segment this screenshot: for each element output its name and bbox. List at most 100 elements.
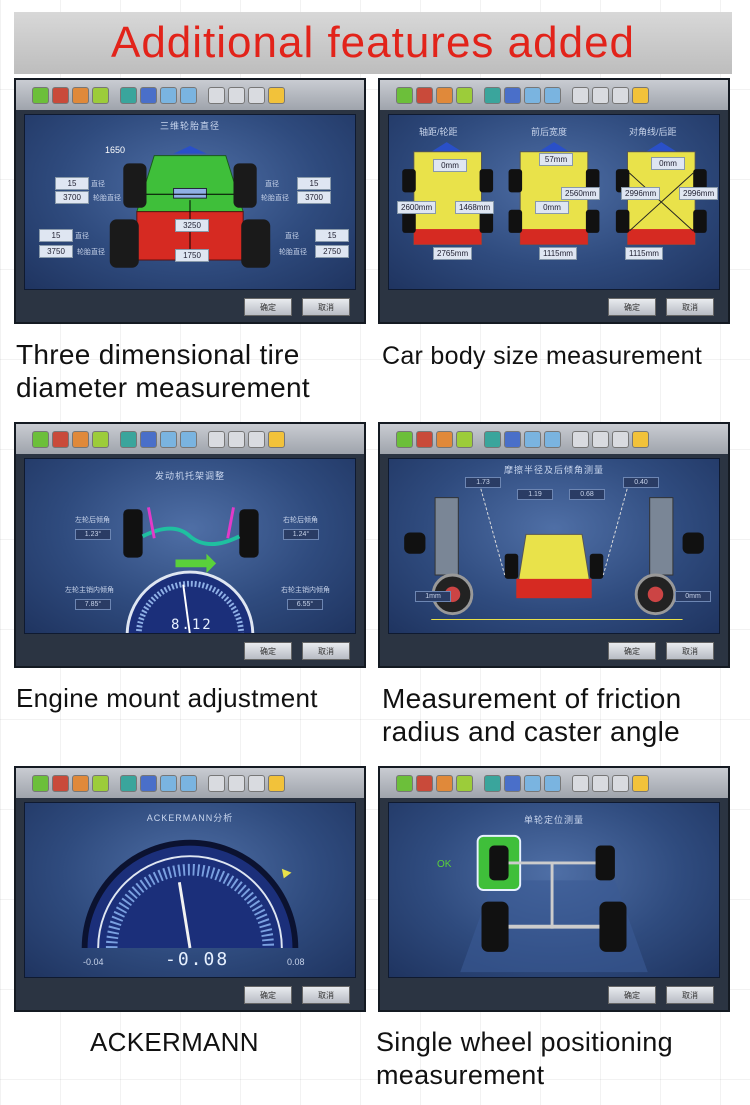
blank-icon[interactable] <box>208 774 225 792</box>
ok-button[interactable]: 确定 <box>608 298 656 316</box>
list-icon[interactable] <box>92 774 109 792</box>
cancel-button[interactable]: 取消 <box>666 298 714 316</box>
folder-icon[interactable] <box>268 774 285 792</box>
folder-icon[interactable] <box>268 86 285 104</box>
chart-icon[interactable] <box>160 86 177 104</box>
chart-icon[interactable] <box>524 774 541 792</box>
gauge-icon[interactable] <box>484 430 501 448</box>
home-icon[interactable] <box>396 430 413 448</box>
user-icon[interactable] <box>416 86 433 104</box>
cancel-button[interactable]: 取消 <box>666 642 714 660</box>
angle-chip: 0.40 <box>623 477 659 488</box>
home-icon[interactable] <box>32 86 49 104</box>
screen-title: ACKERMANN分析 <box>146 813 234 823</box>
print-icon[interactable] <box>612 430 629 448</box>
blank-icon[interactable] <box>572 430 589 448</box>
ok-button[interactable]: 确定 <box>608 642 656 660</box>
user-icon[interactable] <box>52 86 69 104</box>
blank-icon[interactable] <box>592 774 609 792</box>
panel-body-size: 轴距/轮距 前后宽度 对角线/后距 <box>378 78 730 324</box>
gauge-icon[interactable] <box>484 774 501 792</box>
chart-icon[interactable] <box>160 430 177 448</box>
search-icon[interactable] <box>180 430 197 448</box>
print-icon[interactable] <box>248 430 265 448</box>
blank-icon[interactable] <box>228 430 245 448</box>
user-icon[interactable] <box>52 774 69 792</box>
cancel-button[interactable]: 取消 <box>302 298 350 316</box>
cancel-button[interactable]: 取消 <box>302 642 350 660</box>
home-icon[interactable] <box>396 86 413 104</box>
size-chip: 2996mm <box>621 187 661 200</box>
print-icon[interactable] <box>612 774 629 792</box>
list-icon[interactable] <box>456 774 473 792</box>
gauge-icon[interactable] <box>120 774 137 792</box>
chart-icon[interactable] <box>524 430 541 448</box>
screen: 轴距/轮距 前后宽度 对角线/后距 <box>388 114 720 290</box>
print-icon[interactable] <box>248 86 265 104</box>
search-icon[interactable] <box>544 774 561 792</box>
print-icon[interactable] <box>612 86 629 104</box>
print-icon[interactable] <box>248 774 265 792</box>
cancel-button[interactable]: 取消 <box>302 986 350 1004</box>
user-icon[interactable] <box>416 774 433 792</box>
caption-ackermann: ACKERMANN <box>90 1027 259 1057</box>
ok-button[interactable]: 确定 <box>244 642 292 660</box>
home-icon[interactable] <box>396 774 413 792</box>
search-icon[interactable] <box>180 86 197 104</box>
house-icon[interactable] <box>72 774 89 792</box>
fl-value: 3700 <box>55 191 89 204</box>
folder-icon[interactable] <box>632 774 649 792</box>
blank-icon[interactable] <box>228 774 245 792</box>
blank-icon[interactable] <box>208 86 225 104</box>
fr-value-label: 轮胎直径 <box>261 195 289 202</box>
blank-icon[interactable] <box>572 86 589 104</box>
blank-icon[interactable] <box>208 430 225 448</box>
folder-icon[interactable] <box>268 430 285 448</box>
house-icon[interactable] <box>72 430 89 448</box>
center-value: 3250 <box>175 219 209 232</box>
user-icon[interactable] <box>416 430 433 448</box>
list-icon[interactable] <box>92 430 109 448</box>
folder-icon[interactable] <box>632 430 649 448</box>
fl-size-label: 直径 <box>91 181 105 188</box>
cancel-button[interactable]: 取消 <box>666 986 714 1004</box>
home-icon[interactable] <box>32 774 49 792</box>
blank-icon[interactable] <box>592 430 609 448</box>
list-icon[interactable] <box>456 86 473 104</box>
gauge-icon[interactable] <box>484 86 501 104</box>
home-icon[interactable] <box>32 430 49 448</box>
folder-icon[interactable] <box>632 86 649 104</box>
panel-friction-radius: 摩擦半径及后倾角测量 1.73 1.19 0.68 0.40 1mm 0mm 确… <box>378 422 730 668</box>
ok-button[interactable]: 确定 <box>244 298 292 316</box>
wrench-icon[interactable] <box>504 774 521 792</box>
toolbar <box>380 424 728 454</box>
gauge-icon[interactable] <box>120 430 137 448</box>
wrench-icon[interactable] <box>140 774 157 792</box>
house-icon[interactable] <box>436 86 453 104</box>
status-badge: OK <box>437 859 452 870</box>
user-icon[interactable] <box>52 430 69 448</box>
wrench-icon[interactable] <box>504 430 521 448</box>
house-icon[interactable] <box>436 774 453 792</box>
ok-button[interactable]: 确定 <box>608 986 656 1004</box>
ok-button[interactable]: 确定 <box>244 986 292 1004</box>
search-icon[interactable] <box>544 86 561 104</box>
wrench-icon[interactable] <box>140 430 157 448</box>
search-icon[interactable] <box>544 430 561 448</box>
search-icon[interactable] <box>180 774 197 792</box>
wrench-icon[interactable] <box>140 86 157 104</box>
list-icon[interactable] <box>92 86 109 104</box>
blank-icon[interactable] <box>592 86 609 104</box>
house-icon[interactable] <box>436 430 453 448</box>
house-icon[interactable] <box>72 86 89 104</box>
screen-title: 三维轮胎直径 <box>159 121 220 131</box>
rr-size: 15 <box>315 229 349 242</box>
list-icon[interactable] <box>456 430 473 448</box>
blank-icon[interactable] <box>228 86 245 104</box>
chart-icon[interactable] <box>160 774 177 792</box>
wrench-icon[interactable] <box>504 86 521 104</box>
chart-icon[interactable] <box>524 86 541 104</box>
screen: 发动机托架调整 左轮后倾角 1.23° 右轮后倾角 1.24° 左轮主销内倾角 … <box>24 458 356 634</box>
blank-icon[interactable] <box>572 774 589 792</box>
gauge-icon[interactable] <box>120 86 137 104</box>
